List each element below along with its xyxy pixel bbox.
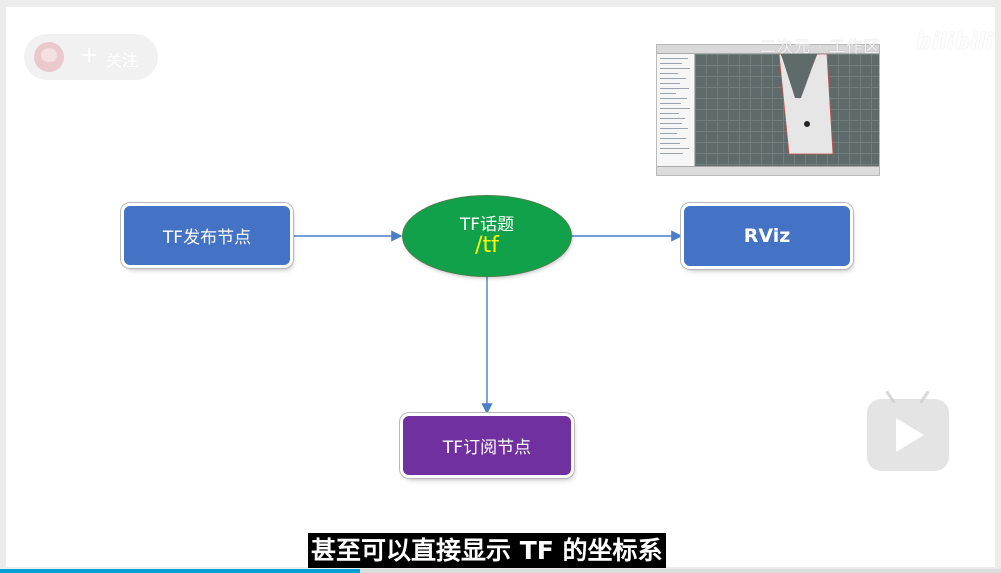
tf-subscriber-label: TF订阅节点 <box>442 438 532 458</box>
progress-fill <box>0 569 361 573</box>
uploader-avatar[interactable] <box>34 42 64 72</box>
tf-publisher-label: TF发布节点 <box>162 228 252 248</box>
rviz-toolbar <box>657 45 879 54</box>
rviz-statusbar <box>657 166 879 175</box>
follow-label: 关注 <box>106 51 139 70</box>
plus-icon: + <box>80 43 99 68</box>
watermark-text: 二次元 · 工作区 <box>760 37 881 56</box>
tf-topic-node: TF话题 /tf <box>403 196 571 276</box>
follow-button[interactable]: + 关注 <box>24 34 158 80</box>
rviz-3d-view <box>695 54 879 166</box>
tf-topic-name: /tf <box>475 233 499 258</box>
rviz-displays-panel <box>657 54 695 166</box>
bilibili-watermark: 二次元 · 工作区 bilibili <box>760 28 993 62</box>
subtitle-caption: 甚至可以直接显示 TF 的坐标系 <box>308 533 666 568</box>
tf-topic-title: TF话题 <box>459 215 515 235</box>
play-icon <box>896 418 924 452</box>
robot-marker-icon <box>804 121 810 127</box>
tf-subscriber-node: TF订阅节点 <box>403 416 571 475</box>
progress-bar[interactable] <box>0 569 1001 573</box>
bilibili-logo: bilibili <box>916 30 993 55</box>
rviz-node: RViz <box>684 206 850 266</box>
rviz-label: RViz <box>743 225 791 247</box>
play-button[interactable] <box>867 390 949 471</box>
rviz-screenshot <box>656 44 880 176</box>
tf-publisher-node: TF发布节点 <box>124 206 290 265</box>
